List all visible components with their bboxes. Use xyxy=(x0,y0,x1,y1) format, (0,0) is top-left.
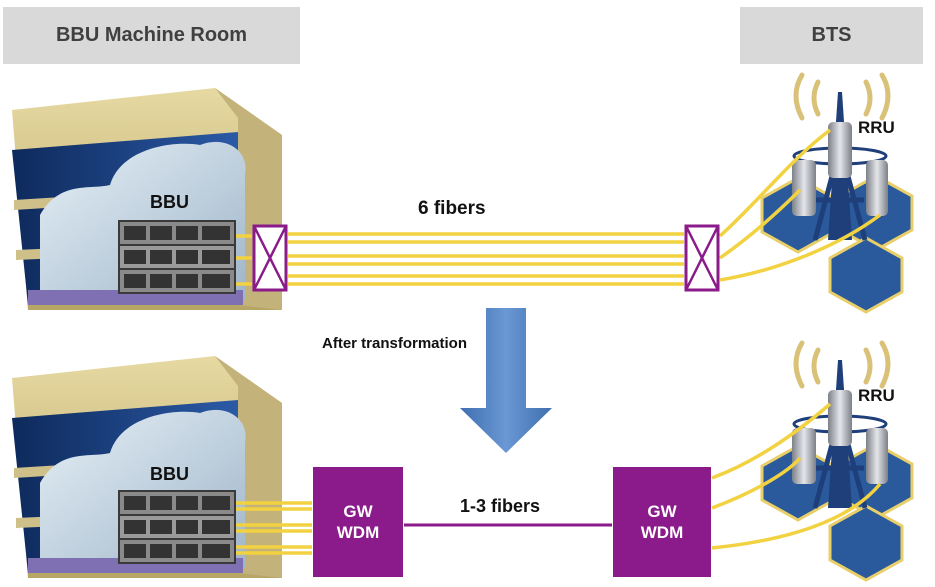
after-transformation-label: After transformation xyxy=(322,335,468,352)
gw-wdm-right-line2: WDM xyxy=(640,523,684,542)
rru-label-bottom: RRU xyxy=(858,386,895,405)
bbu-rack-top xyxy=(118,220,236,294)
odf-crosses-top xyxy=(252,225,720,291)
bbu-label-bottom: BBU xyxy=(150,464,189,484)
fibers-top xyxy=(236,128,882,286)
gw-wdm-box-left: GW WDM xyxy=(313,467,403,577)
rru-label-top: RRU xyxy=(858,118,895,137)
bbu-label-top: BBU xyxy=(150,192,189,212)
header-bbu-machine-room: BBU Machine Room xyxy=(3,7,300,64)
bbu-rack-bottom xyxy=(118,490,236,564)
bts-tower-top xyxy=(762,75,912,312)
bts-tower-bottom xyxy=(762,343,912,580)
gw-wdm-box-right: GW WDM xyxy=(613,467,711,577)
gw-wdm-left-line1: GW xyxy=(343,502,373,521)
fibers-bottom xyxy=(236,402,882,555)
six-fibers-label: 6 fibers xyxy=(418,198,486,219)
gw-wdm-right-line1: GW xyxy=(647,502,677,521)
gw-wdm-left-line2: WDM xyxy=(336,523,380,542)
transformation-arrow xyxy=(460,308,552,453)
one-to-three-fibers-label: 1-3 fibers xyxy=(460,496,541,516)
header-bts: BTS xyxy=(740,7,923,64)
